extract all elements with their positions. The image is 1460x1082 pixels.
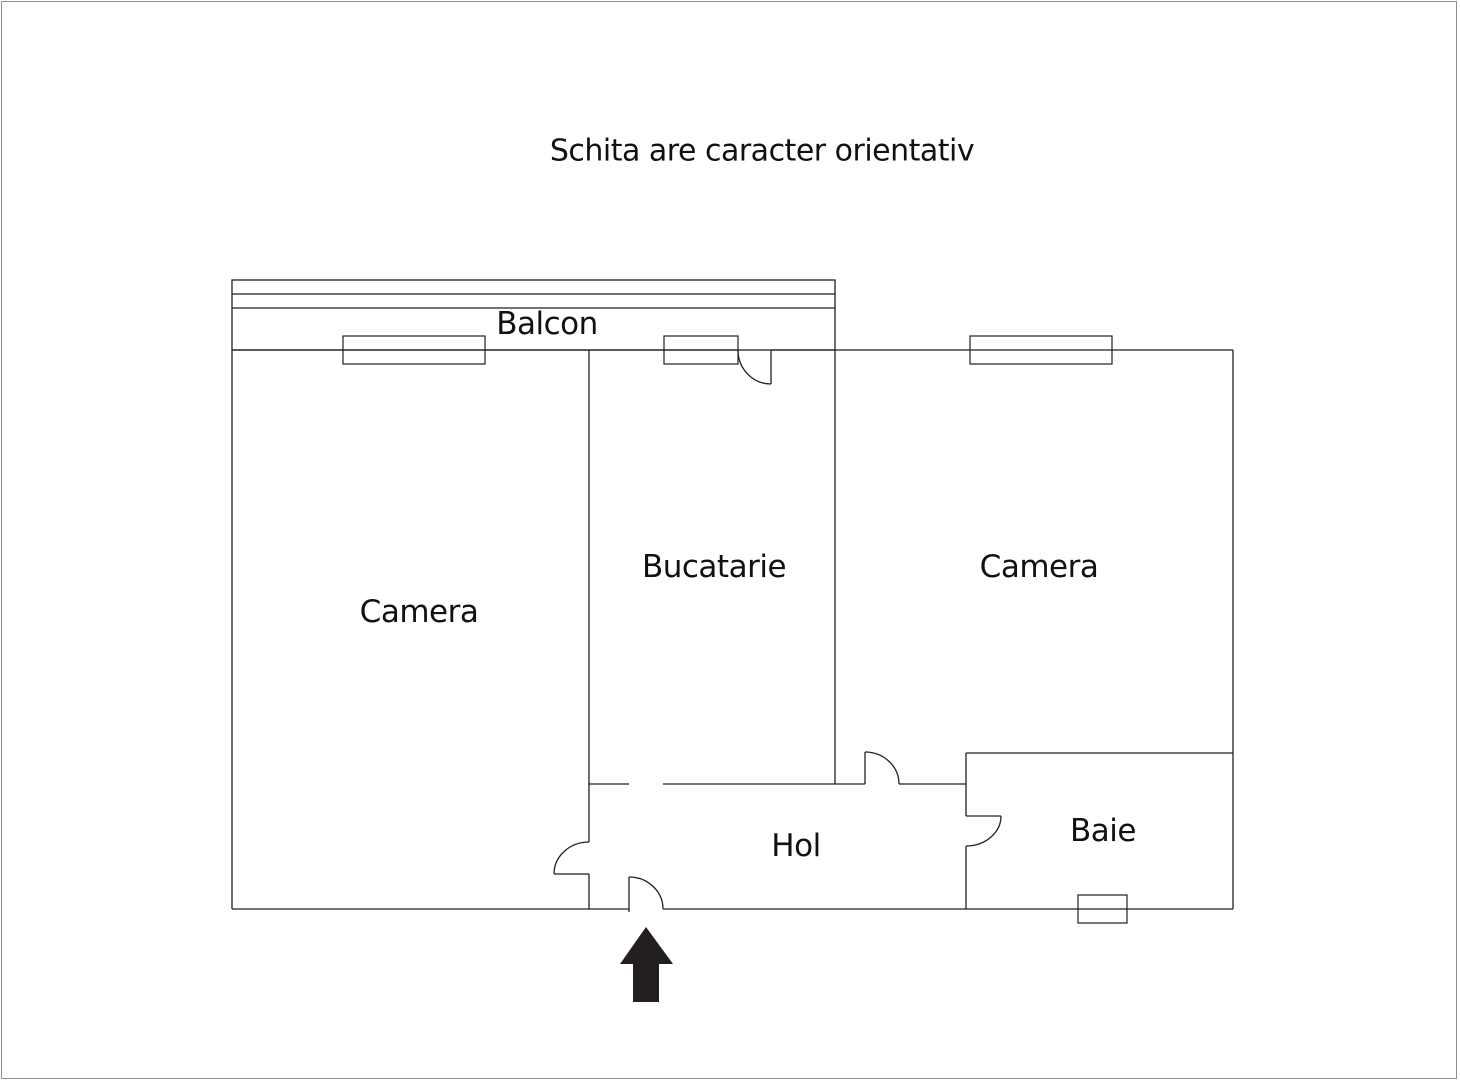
door-balcony [737, 349, 772, 385]
room-label-room-left: Camera [359, 594, 479, 630]
door-entrance [628, 876, 664, 912]
room-label-kitchen: Bucatarie [641, 549, 787, 585]
page-title: Schita are caracter orientativ [549, 133, 975, 169]
room-label-hall: Hol [771, 828, 821, 864]
doors [553, 349, 1002, 912]
room-label-balcony: Balcon [496, 306, 598, 342]
entrance-arrow-icon [620, 927, 673, 1002]
door-room-right [864, 751, 900, 785]
room-label-room-right: Camera [979, 549, 1099, 585]
door-bathroom [965, 815, 1002, 847]
window-bathroom [1077, 894, 1128, 924]
window-room-left [342, 335, 486, 365]
room-label-bathroom: Baie [1070, 813, 1136, 849]
door-room-left [553, 841, 590, 875]
window-room-right [969, 335, 1113, 365]
